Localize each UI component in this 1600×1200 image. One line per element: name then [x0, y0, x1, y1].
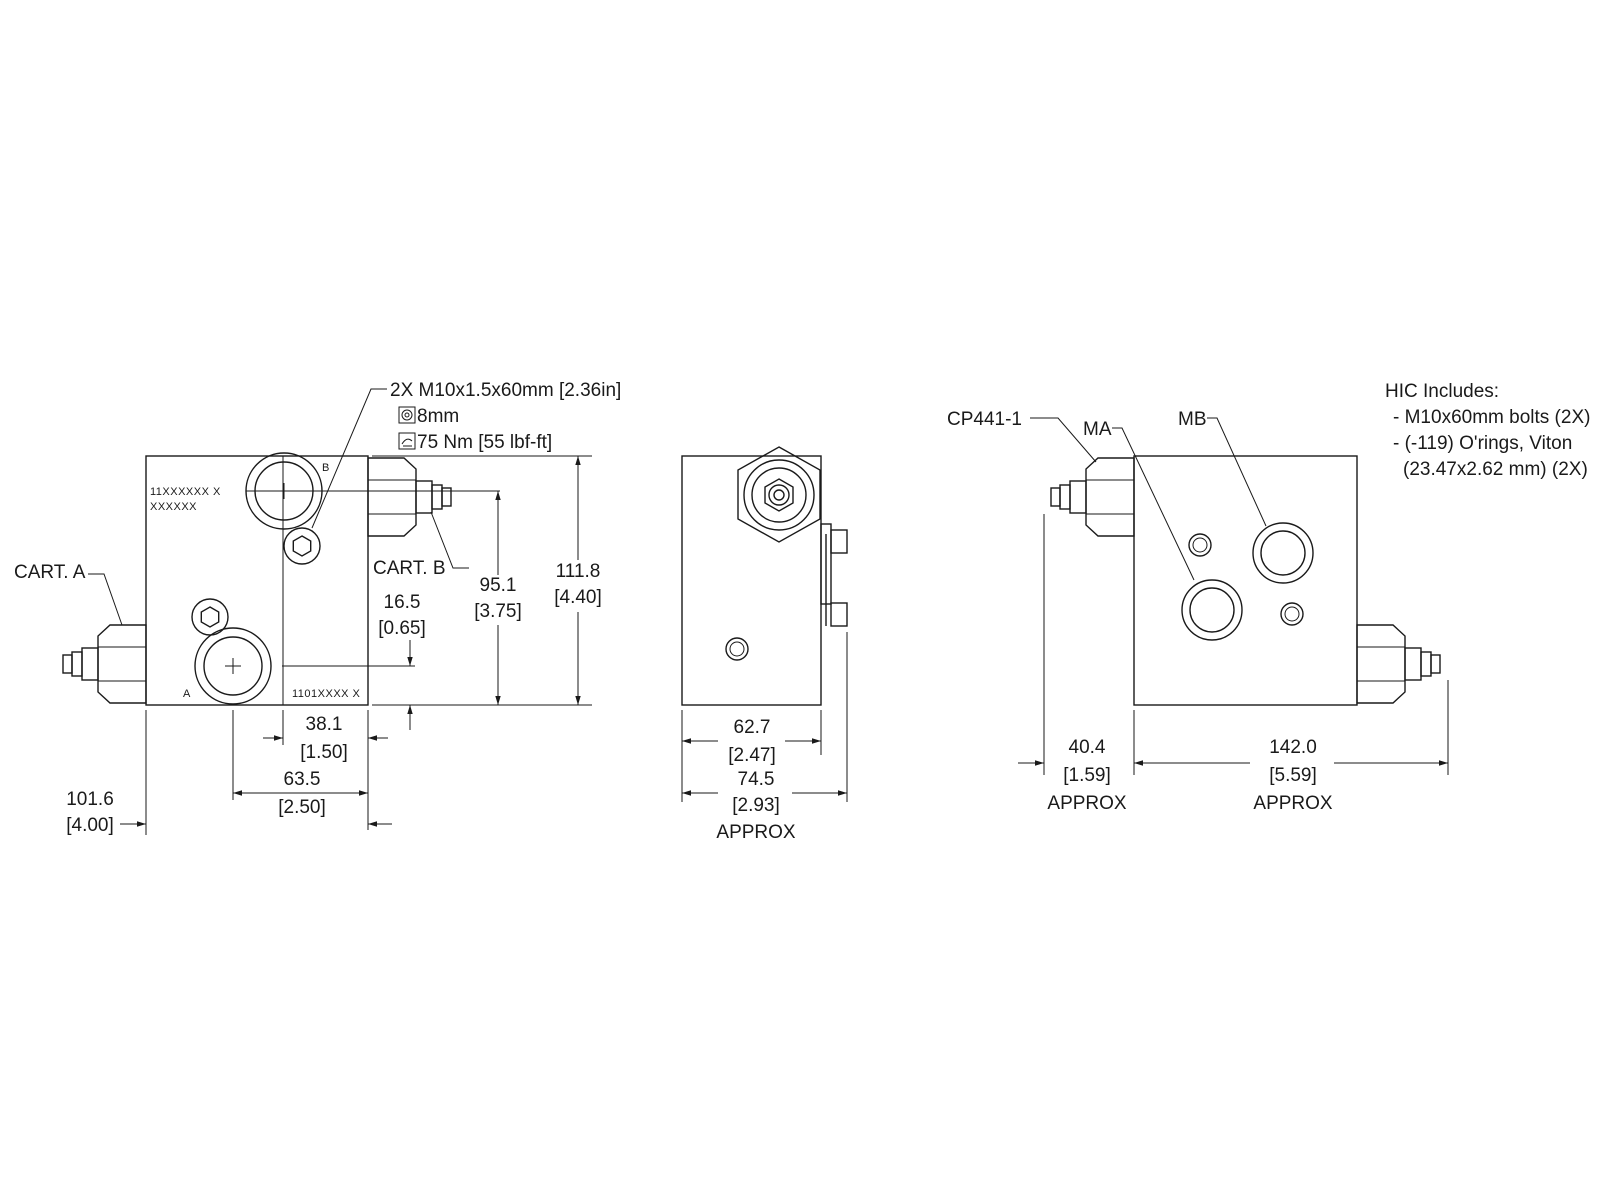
dim-142-0-in: [5.59] — [1269, 765, 1317, 786]
cart-b-label: CART. B — [373, 558, 446, 579]
cartridge-cp441-1 — [1050, 457, 1135, 537]
dim-38-1-mm: 38.1 — [306, 714, 343, 735]
dim-63-5-in: [2.50] — [278, 797, 326, 818]
hic-includes-note: HIC Includes: - M10x60mm bolts (2X) - (-… — [1385, 381, 1590, 480]
rear-small-port-1 — [1188, 533, 1212, 557]
cart-a-label: CART. A — [14, 562, 86, 583]
marking-top-1: 11XXXXXX X — [150, 486, 221, 498]
dim-95-1-mm: 95.1 — [480, 575, 517, 596]
torque-icon — [398, 432, 416, 450]
dim-101-6-mm: 101.6 — [66, 789, 114, 810]
port-mb-inner — [1260, 530, 1306, 576]
port-ma-outer — [1181, 579, 1243, 641]
marking-bottom: 1101XXXX X — [292, 688, 361, 700]
dim-16-5-mm: 16.5 — [384, 592, 421, 613]
port-a-inner — [203, 636, 263, 696]
cartridge-a — [62, 624, 147, 704]
hic-title: HIC Includes: — [1385, 381, 1499, 402]
port-a-label: A — [183, 688, 191, 700]
dim-74-5-in: [2.93] — [732, 795, 780, 816]
port-b-label: B — [322, 462, 330, 474]
side-view: 62.7 [2.47] 74.5 [2.93] APPROX — [681, 446, 848, 843]
dim-40-4-mm: 40.4 — [1069, 737, 1106, 758]
rear-small-port-2 — [1280, 602, 1304, 626]
front-view: B A 11XXXXXX X XXXXXX 1101XXXX X — [14, 380, 621, 836]
bolt-callout-line1: 2X M10x1.5x60mm [2.36in] — [390, 380, 621, 401]
bolt-callout-line2: 8mm — [417, 406, 459, 427]
dim-101-6-in: [4.00] — [66, 815, 114, 836]
dim-74-5-mm: 74.5 — [738, 769, 775, 790]
dim-111-8-mm: 111.8 — [556, 561, 601, 582]
port-a-outer — [194, 627, 272, 705]
marking-top-2: XXXXXX — [150, 501, 197, 513]
rear-body — [1133, 455, 1358, 706]
front-body — [145, 455, 369, 706]
dim-74-5-note: APPROX — [716, 822, 796, 843]
cartridge-b — [367, 457, 452, 537]
dim-38-1-in: [1.50] — [300, 742, 348, 763]
hic-item-2: - (-119) O'rings, Viton — [1393, 433, 1572, 454]
mb-label: MB — [1178, 409, 1207, 430]
dim-62-7-mm: 62.7 — [734, 717, 771, 738]
cartridge-rear-right — [1356, 624, 1441, 704]
dim-95-1-in: [3.75] — [474, 601, 522, 622]
dim-62-7-in: [2.47] — [728, 745, 776, 766]
bolt-head-lower — [191, 598, 229, 636]
hex-key-icon — [398, 406, 416, 424]
hic-item-1: - M10x60mm bolts (2X) — [1393, 407, 1590, 428]
rear-view: CP441-1 MA MB 40.4 [1.59] APPROX 142.0 [… — [947, 381, 1590, 814]
dim-111-8-in: [4.40] — [554, 587, 602, 608]
bolt-callout-line3: 75 Nm [55 lbf-ft] — [417, 432, 552, 453]
dim-16-5-in: [0.65] — [378, 618, 426, 639]
bolt-head-upper — [283, 527, 321, 565]
dim-40-4-note: APPROX — [1047, 793, 1127, 814]
dim-142-0-mm: 142.0 — [1269, 737, 1317, 758]
cp441-label: CP441-1 — [947, 409, 1022, 430]
dim-142-0-note: APPROX — [1253, 793, 1333, 814]
hic-item-3: (23.47x2.62 mm) (2X) — [1403, 459, 1588, 480]
port-mb-outer — [1252, 522, 1314, 584]
port-ma-inner — [1189, 587, 1235, 633]
dim-40-4-in: [1.59] — [1063, 765, 1111, 786]
side-small-port — [725, 637, 749, 661]
dim-63-5-mm: 63.5 — [284, 769, 321, 790]
ma-label: MA — [1083, 419, 1112, 440]
